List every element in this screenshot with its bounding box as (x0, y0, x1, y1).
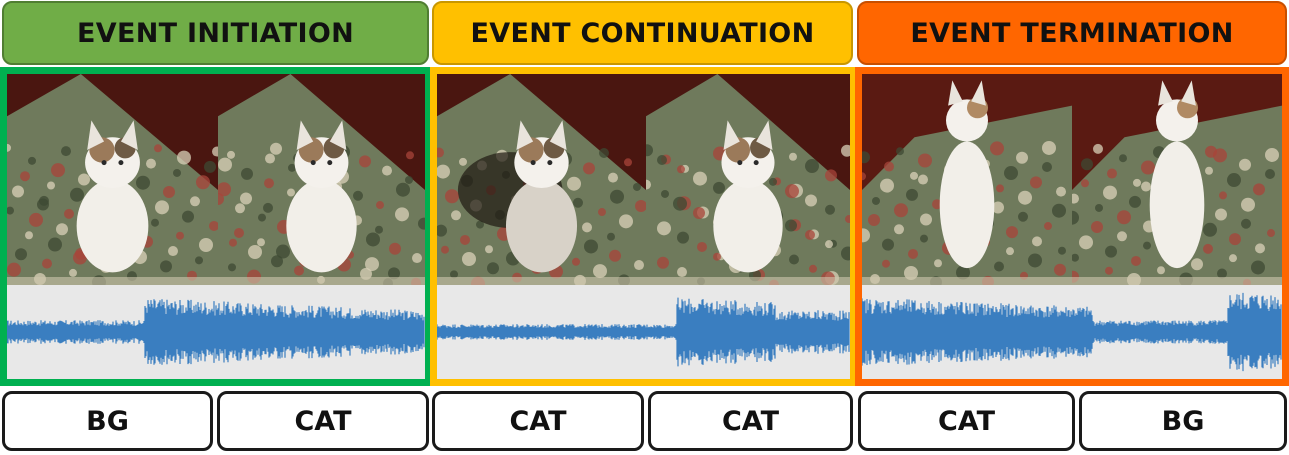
waveform-illustration (862, 292, 1282, 372)
audio-waveform (437, 285, 850, 379)
frame-illustration (7, 74, 218, 285)
waveform-illustration (437, 297, 850, 367)
label-box-6: BG (1079, 391, 1287, 451)
label-box-4: CAT (648, 391, 853, 451)
frame-illustration (218, 74, 425, 285)
frame-illustration (1072, 74, 1282, 285)
video-frames (437, 74, 850, 285)
audio-waveform (862, 285, 1282, 379)
video-frame-6 (1072, 74, 1282, 285)
label-box-1: BG (2, 391, 213, 451)
video-frame-5 (862, 74, 1072, 285)
label-box-3: CAT (432, 391, 644, 451)
panel-event-continuation (430, 67, 857, 386)
label-box-5: CAT (858, 391, 1075, 451)
waveform-illustration (7, 299, 425, 365)
video-frame-4 (646, 74, 850, 285)
header-event-termination: EVENT TERMINATION (857, 1, 1287, 65)
frame-illustration (646, 74, 850, 285)
panel-event-initiation (0, 67, 432, 386)
video-frames (7, 74, 425, 285)
panel-event-termination (855, 67, 1289, 386)
header-event-initiation: EVENT INITIATION (2, 1, 429, 65)
frame-illustration (862, 74, 1072, 285)
video-frames (862, 74, 1282, 285)
label-box-2: CAT (217, 391, 429, 451)
frame-illustration (437, 74, 646, 285)
video-frame-2 (218, 74, 425, 285)
video-frame-1 (7, 74, 218, 285)
header-event-continuation: EVENT CONTINUATION (432, 1, 853, 65)
video-frame-3 (437, 74, 646, 285)
audio-waveform (7, 285, 425, 379)
